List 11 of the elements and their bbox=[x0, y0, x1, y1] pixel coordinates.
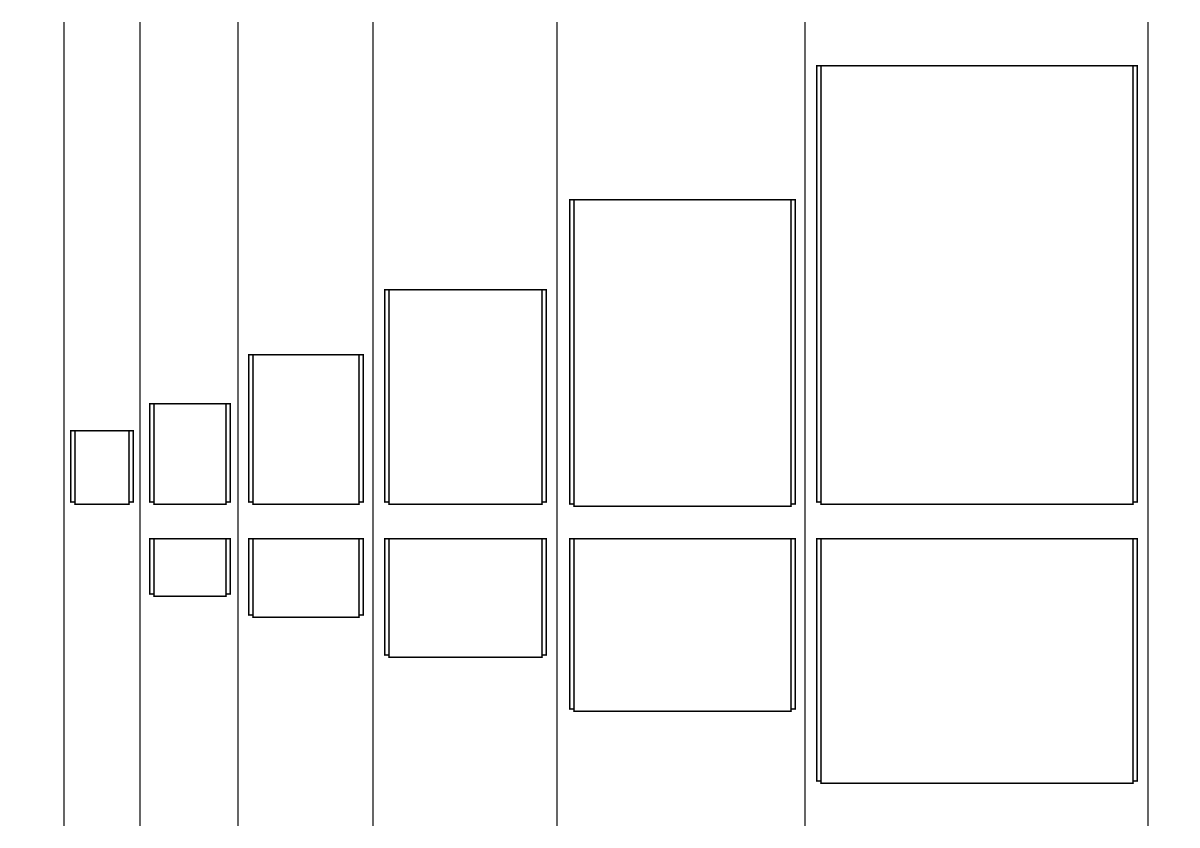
panel-box bbox=[149, 538, 231, 597]
panel-box bbox=[248, 538, 364, 618]
panel-box bbox=[816, 65, 1138, 505]
panel-box bbox=[248, 354, 364, 505]
panel-box bbox=[149, 403, 231, 505]
panel-box bbox=[384, 538, 547, 658]
panel-box bbox=[384, 289, 547, 505]
panel-box bbox=[816, 538, 1138, 784]
panel-box bbox=[70, 430, 134, 505]
panel-box bbox=[569, 199, 796, 507]
panel-box bbox=[569, 538, 796, 712]
